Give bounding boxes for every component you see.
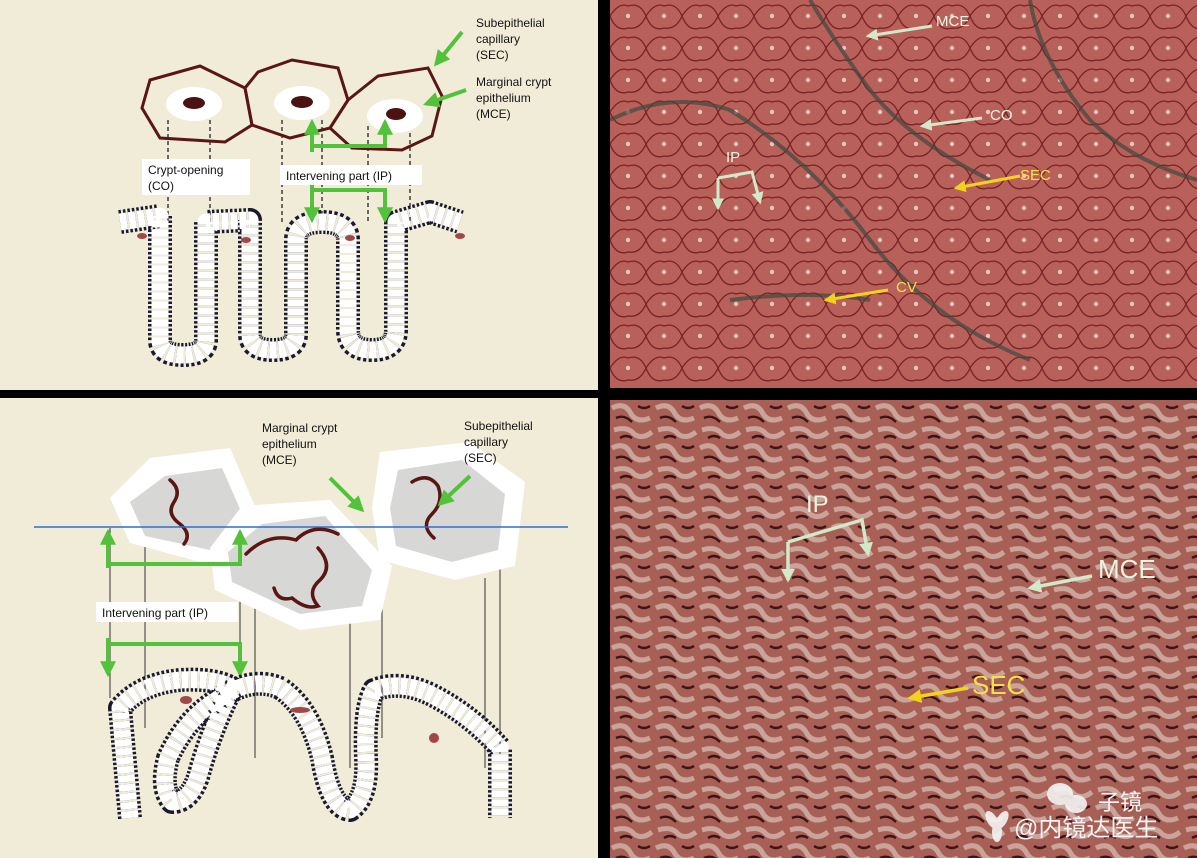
ip-label: Intervening part (IP) [286, 169, 392, 183]
bottom-photo-svg: IP MCE SEC 子镜 @内镜达医生 [610, 400, 1197, 858]
bottom-mucosa-texture [610, 400, 1197, 858]
bottom-left-diagram-panel: Marginal crypt epithelium (MCE) Subepith… [0, 398, 598, 858]
bottom-mce-label: Marginal crypt epithelium (MCE) [262, 421, 341, 467]
bottom-mce-photo-label: MCE [1098, 554, 1156, 584]
mce-photo-label: MCE [936, 13, 969, 30]
bottom-crypt-cross-section [108, 667, 512, 822]
bottom-sec-label: Subepithelial capillary (SEC) [464, 419, 536, 465]
bottom-green-arrows [100, 474, 472, 678]
top-diagram-background [0, 0, 598, 390]
green-arrows [304, 30, 467, 224]
mucosa-texture [610, 0, 1197, 388]
top-left-diagram-panel: Subepithelial capillary (SEC) Marginal c… [0, 0, 598, 390]
top-photo-svg: MCE CO IP SEC CV [610, 0, 1197, 388]
sec-photo-label: SEC [1020, 167, 1051, 184]
watermark: 子镜 @内镜达医生 [985, 783, 1158, 842]
bottom-photo-arrows [781, 517, 1093, 703]
bottom-ip-photo-label: IP [806, 491, 829, 518]
bottom-capillary-cross-sections [180, 696, 439, 743]
co-label: Crypt-opening (CO) [148, 163, 227, 193]
top-right-endoscopy-photo: MCE CO IP SEC CV [610, 0, 1197, 388]
capillary-cross-sections [137, 233, 465, 243]
ip-photo-label: IP [726, 149, 740, 166]
co-photo-label: CO [990, 107, 1013, 124]
sec-wavy-capillaries [168, 476, 442, 609]
bottom-ip-label: Intervening part (IP) [102, 606, 208, 620]
crypt-openings [166, 86, 423, 133]
flower-logo-icon [985, 810, 1009, 842]
bottom-right-endoscopy-photo: IP MCE SEC 子镜 @内镜达医生 [610, 400, 1197, 858]
bottom-diagram-svg: Marginal crypt epithelium (MCE) Subepith… [0, 398, 598, 858]
sec-label: Subepithelial capillary (SEC) [476, 16, 548, 62]
dark-furrows [610, 0, 1197, 362]
top-diagram-svg: Subepithelial capillary (SEC) Marginal c… [0, 0, 598, 390]
bottom-sec-photo-label: SEC [972, 670, 1025, 700]
mce-label: Marginal crypt epithelium (MCE) [476, 75, 555, 121]
wechat-icon [1047, 783, 1087, 813]
top-photo-arrows [712, 24, 1021, 305]
watermark-line1: 子镜 [1098, 790, 1142, 815]
crypt-cross-section [118, 200, 464, 367]
watermark-line2: @内镜达医生 [1014, 815, 1158, 842]
cv-photo-label: CV [896, 279, 917, 296]
sec-capillary-network [140, 58, 444, 152]
